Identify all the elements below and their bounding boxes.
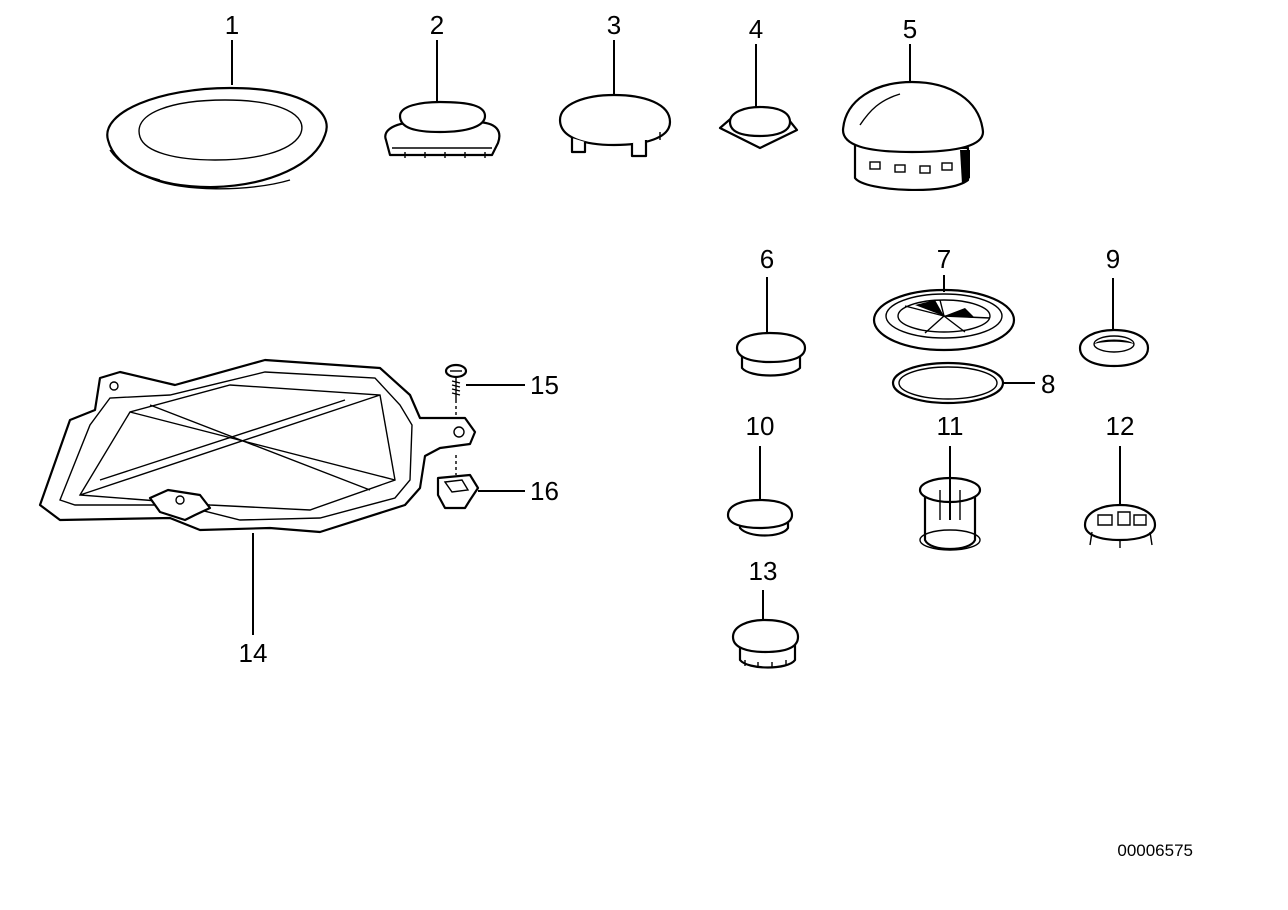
part-1-grommet (106, 86, 328, 190)
part-16-clip-nut (436, 455, 480, 510)
part-8-ring (891, 361, 1005, 405)
part-9-small-grommet (1078, 328, 1150, 368)
part-15-screw (444, 363, 468, 418)
callout-10: 10 (746, 411, 775, 441)
part-12-clip-ring (1083, 503, 1157, 548)
part-10-flat-plug (726, 498, 794, 537)
callout-5: 5 (903, 14, 917, 44)
callout-14: 14 (239, 638, 268, 668)
part-6-cup-plug (735, 331, 807, 377)
part-2-oval-plug (384, 100, 501, 158)
part-14-cover-plate (38, 358, 477, 534)
callout-7: 7 (937, 244, 951, 274)
part-5-dome-plug (841, 80, 985, 191)
callout-12: 12 (1106, 411, 1135, 441)
callout-3: 3 (607, 10, 621, 40)
callout-11: 11 (937, 411, 964, 441)
callout-15: 15 (530, 370, 559, 400)
callout-4: 4 (749, 14, 763, 44)
callout-13: 13 (749, 556, 778, 586)
callout-8: 8 (1041, 369, 1055, 399)
callout-6: 6 (760, 244, 774, 274)
callout-1: 1 (225, 10, 239, 40)
callout-9: 9 (1106, 244, 1120, 274)
diagram-reference-number: 00006575 (1117, 841, 1193, 860)
callout-16: 16 (530, 476, 559, 506)
callout-2: 2 (430, 10, 444, 40)
part-3-cap (558, 93, 672, 158)
part-13-cap-plug (731, 618, 800, 669)
part-4-small-cap (718, 105, 799, 150)
part-7-round-grommet (872, 288, 1016, 352)
